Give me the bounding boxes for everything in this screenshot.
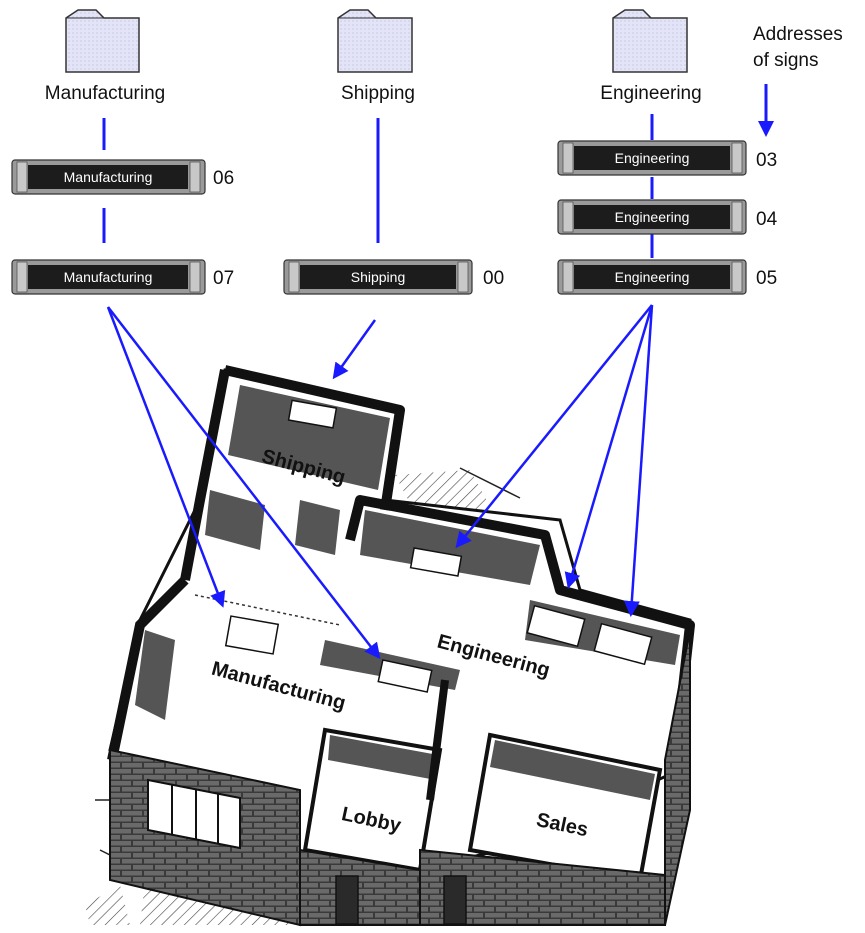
address-note-line1: Addresses (753, 24, 843, 45)
sign-text: Manufacturing (64, 269, 153, 285)
address-note-line2: of signs (753, 50, 818, 71)
led-sign[interactable]: Engineering (557, 140, 747, 176)
folder-icon[interactable] (65, 9, 140, 73)
sign-address: 05 (756, 268, 777, 289)
pointer-arrows (106, 304, 654, 660)
led-sign[interactable]: Manufacturing (11, 259, 206, 295)
sign-text: Engineering (615, 150, 690, 166)
connectors (102, 114, 654, 258)
sign-address: 07 (213, 268, 234, 289)
sign-address: 06 (213, 168, 234, 189)
folder-label-engineering: Engineering (600, 83, 701, 104)
folder-label-shipping: Shipping (341, 83, 415, 104)
sign-address: 00 (483, 268, 504, 289)
sign-address: 03 (756, 150, 777, 171)
led-sign[interactable]: Shipping (283, 259, 473, 295)
led-sign[interactable]: Engineering (557, 199, 747, 235)
sign-address: 04 (756, 209, 778, 230)
sign-text: Engineering (615, 209, 690, 225)
led-sign[interactable]: Manufacturing (11, 159, 206, 195)
folder-icon[interactable] (612, 9, 688, 73)
folder-label-manufacturing: Manufacturing (45, 83, 165, 104)
sign-text: Manufacturing (64, 169, 153, 185)
sign-text: Shipping (351, 269, 406, 285)
folder-icon[interactable] (337, 9, 413, 73)
floor-plan (85, 365, 695, 927)
sign-text: Engineering (615, 269, 690, 285)
led-sign[interactable]: Engineering (557, 259, 747, 295)
